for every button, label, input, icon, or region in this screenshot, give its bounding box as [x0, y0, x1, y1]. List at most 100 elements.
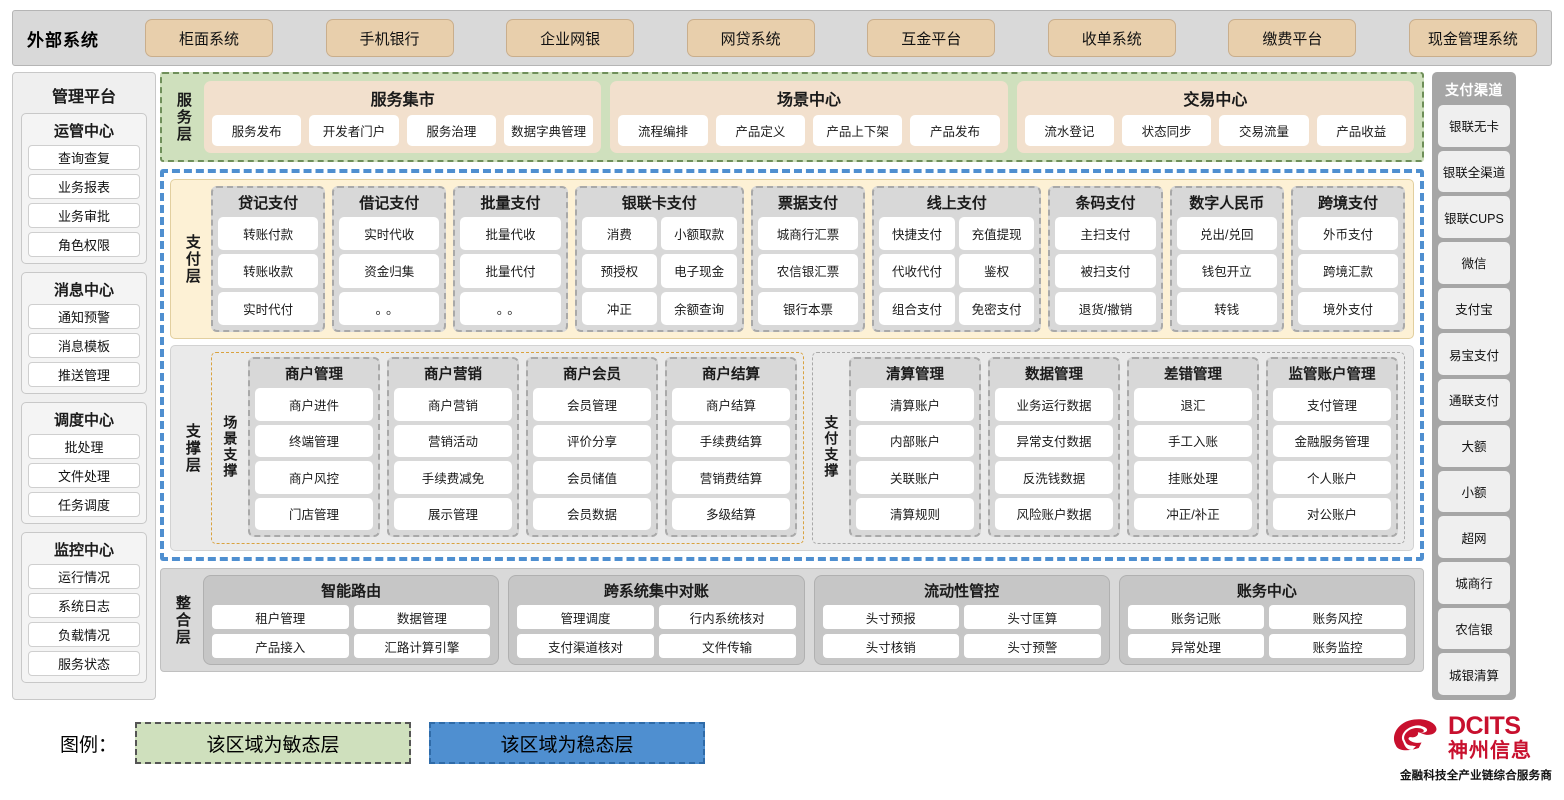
management-item[interactable]: 消息模板 [28, 333, 140, 358]
payment-item[interactable]: 城商行汇票 [757, 217, 859, 251]
payment-item[interactable]: 被扫支付 [1055, 254, 1156, 288]
support-item[interactable]: 个人账户 [1273, 461, 1391, 494]
management-item[interactable]: 系统日志 [28, 593, 140, 618]
service-item[interactable]: 流水登记 [1024, 115, 1114, 146]
payment-item[interactable]: 主扫支付 [1055, 217, 1156, 251]
payment-item[interactable]: 退货/撤销 [1055, 291, 1156, 325]
support-item[interactable]: 冲正/补正 [1134, 497, 1252, 530]
payment-item[interactable]: 农信银汇票 [757, 254, 859, 288]
support-item[interactable]: 评价分享 [533, 424, 651, 457]
payment-item[interactable]: 组合支付 [879, 291, 955, 325]
integration-item[interactable]: 账务风控 [1269, 605, 1406, 629]
support-item[interactable]: 异常支付数据 [995, 424, 1113, 457]
payment-channel-item[interactable]: 微信 [1438, 242, 1510, 284]
payment-item[interactable]: 实时代收 [339, 217, 440, 251]
management-item[interactable]: 文件处理 [28, 463, 140, 488]
support-item[interactable]: 清算账户 [856, 388, 974, 421]
management-item[interactable]: 业务报表 [28, 174, 140, 199]
support-item[interactable]: 手工入账 [1134, 424, 1252, 457]
external-system-chip[interactable]: 企业网银 [506, 19, 635, 57]
service-item[interactable]: 产品上下架 [812, 115, 903, 146]
management-item[interactable]: 任务调度 [28, 492, 140, 517]
integration-item[interactable]: 账务记账 [1127, 605, 1265, 629]
external-system-chip[interactable]: 手机银行 [325, 19, 454, 57]
external-system-chip[interactable]: 缴费平台 [1228, 19, 1357, 57]
payment-channel-item[interactable]: 超网 [1438, 516, 1510, 558]
integration-item[interactable]: 租户管理 [212, 605, 349, 629]
payment-item[interactable]: 代收代付 [879, 254, 955, 288]
external-system-chip[interactable]: 网贷系统 [686, 19, 815, 57]
service-item[interactable]: 开发者门户 [309, 115, 399, 146]
support-item[interactable]: 业务运行数据 [995, 388, 1113, 421]
service-item[interactable]: 状态同步 [1121, 115, 1212, 146]
support-item[interactable]: 展示管理 [394, 497, 512, 530]
payment-channel-item[interactable]: 城商行 [1438, 561, 1510, 604]
service-item[interactable]: 产品收益 [1316, 115, 1406, 146]
payment-item[interactable]: 银行本票 [757, 291, 859, 325]
integration-item[interactable]: 支付渠道核对 [517, 634, 654, 658]
integration-item[interactable]: 异常处理 [1127, 634, 1265, 658]
payment-item[interactable]: 批量代收 [460, 217, 561, 251]
integration-item[interactable]: 数据管理 [353, 605, 491, 629]
payment-item[interactable]: 小额取款 [661, 217, 737, 251]
integration-item[interactable]: 行内系统核对 [658, 605, 796, 629]
integration-item[interactable]: 账务监控 [1269, 634, 1406, 658]
integration-item[interactable]: 头寸预报 [822, 605, 960, 629]
service-item[interactable]: 交易流量 [1219, 115, 1309, 146]
management-item[interactable]: 运行情况 [28, 564, 140, 589]
management-item[interactable]: 角色权限 [28, 232, 140, 257]
support-item[interactable]: 营销活动 [394, 424, 512, 457]
payment-item[interactable]: 消费 [581, 217, 658, 251]
payment-item[interactable]: 预授权 [581, 254, 658, 288]
management-item[interactable]: 服务状态 [28, 651, 140, 676]
service-item[interactable]: 服务发布 [212, 115, 302, 146]
support-item[interactable]: 终端管理 [255, 424, 373, 457]
external-system-chip[interactable]: 收单系统 [1047, 19, 1176, 57]
payment-item[interactable]: 转账收款 [218, 254, 319, 288]
external-system-chip[interactable]: 互金平台 [867, 19, 996, 57]
payment-item[interactable]: 免密支付 [958, 291, 1035, 325]
service-item[interactable]: 流程编排 [618, 115, 708, 146]
integration-item[interactable]: 头寸预警 [964, 634, 1101, 658]
support-item[interactable]: 多级结算 [672, 497, 790, 530]
payment-channel-item[interactable]: 农信银 [1438, 607, 1510, 650]
management-item[interactable]: 通知预警 [28, 304, 140, 329]
integration-item[interactable]: 汇路计算引擎 [353, 634, 491, 658]
integration-item[interactable]: 头寸核销 [822, 634, 960, 658]
payment-item[interactable]: 。。 [460, 291, 561, 325]
support-item[interactable]: 反洗钱数据 [995, 461, 1113, 494]
payment-item[interactable]: 。。 [339, 291, 440, 325]
payment-item[interactable]: 鉴权 [958, 254, 1035, 288]
external-system-chip[interactable]: 柜面系统 [145, 19, 273, 57]
integration-item[interactable]: 文件传输 [658, 634, 796, 658]
payment-item[interactable]: 冲正 [581, 291, 658, 325]
support-item[interactable]: 门店管理 [255, 497, 373, 530]
payment-channel-item[interactable]: 城银清算 [1438, 653, 1510, 695]
payment-item[interactable]: 转账付款 [218, 217, 319, 251]
support-item[interactable]: 内部账户 [856, 424, 974, 457]
support-item[interactable]: 退汇 [1134, 388, 1252, 421]
payment-item[interactable]: 跨境汇款 [1297, 254, 1399, 288]
support-item[interactable]: 关联账户 [856, 461, 974, 494]
support-item[interactable]: 商户进件 [255, 388, 373, 421]
payment-item[interactable]: 电子现金 [661, 254, 737, 288]
integration-item[interactable]: 产品接入 [212, 634, 349, 658]
support-item[interactable]: 手续费结算 [672, 424, 790, 457]
support-item[interactable]: 对公账户 [1273, 497, 1391, 530]
support-item[interactable]: 商户营销 [394, 388, 512, 421]
payment-item[interactable]: 转钱 [1176, 291, 1277, 325]
payment-channel-item[interactable]: 通联支付 [1438, 379, 1510, 421]
support-item[interactable]: 风险账户数据 [995, 497, 1113, 530]
payment-item[interactable]: 实时代付 [218, 291, 319, 325]
payment-item[interactable]: 充值提现 [958, 217, 1035, 251]
management-item[interactable]: 业务审批 [28, 203, 140, 228]
support-item[interactable]: 支付管理 [1273, 388, 1391, 421]
support-item[interactable]: 商户风控 [255, 461, 373, 494]
support-item[interactable]: 手续费减免 [394, 461, 512, 494]
payment-item[interactable]: 批量代付 [460, 254, 561, 288]
management-item[interactable]: 查询查复 [28, 145, 140, 170]
payment-item[interactable]: 余额查询 [661, 291, 737, 325]
service-item[interactable]: 产品发布 [910, 115, 1000, 146]
payment-channel-item[interactable]: 易宝支付 [1438, 333, 1510, 376]
support-item[interactable]: 商户结算 [672, 388, 790, 421]
